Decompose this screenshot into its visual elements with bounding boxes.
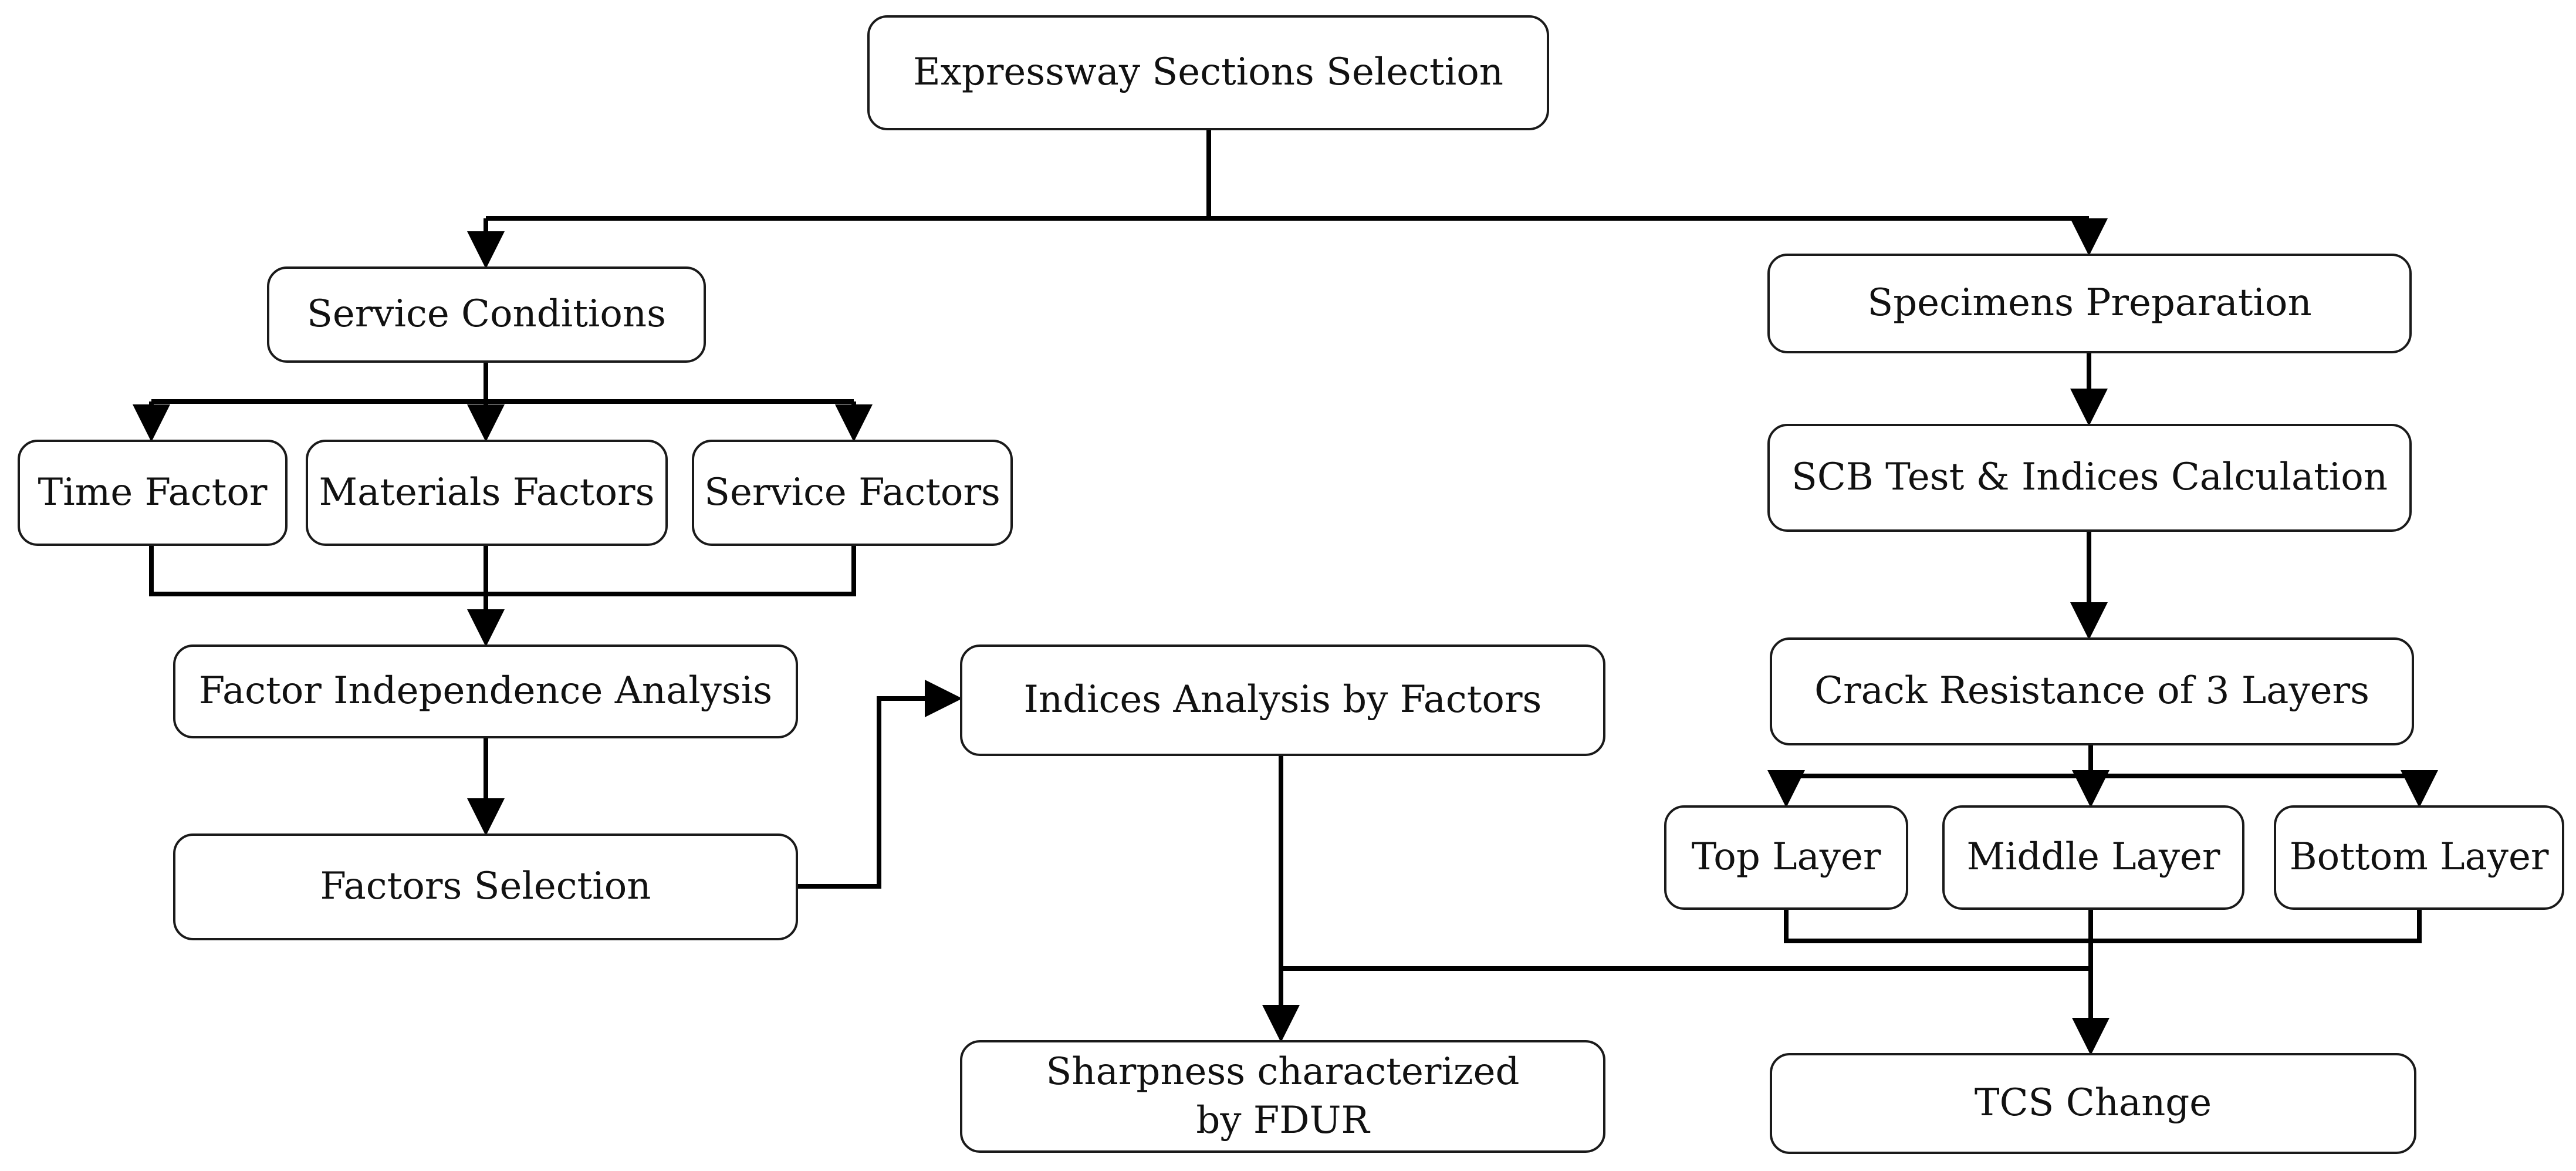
- node-label: Factors Selection: [320, 865, 651, 909]
- node-label: SCB Test & Indices Calculation: [1791, 455, 2388, 500]
- node-label: Time Factor: [38, 470, 268, 514]
- node-top-layer: Top Layer: [1664, 805, 1908, 910]
- node-label: Specimens Preparation: [1867, 281, 2312, 325]
- node-factor-independence-analysis: Factor Independence Analysis: [173, 644, 798, 738]
- connector-factors-merge: [149, 546, 856, 596]
- node-label: Sharpness characterized by FDUR: [1046, 1049, 1520, 1142]
- node-specimens-preparation: Specimens Preparation: [1767, 254, 2412, 353]
- node-factors-selection: Factors Selection: [173, 833, 798, 940]
- node-middle-layer: Middle Layer: [1942, 805, 2244, 910]
- node-label: Expressway Sections Selection: [913, 50, 1503, 95]
- node-service-factors: Service Factors: [692, 440, 1013, 546]
- node-service-conditions: Service Conditions: [267, 266, 706, 363]
- node-label: Middle Layer: [1966, 835, 2220, 879]
- node-tcs-change: TCS Change: [1770, 1053, 2416, 1154]
- node-scb-test-indices-calculation: SCB Test & Indices Calculation: [1767, 424, 2412, 532]
- node-time-factor: Time Factor: [18, 440, 288, 546]
- connector-layers-merge: [1784, 910, 2422, 943]
- node-crack-resistance-of-3-layers: Crack Resistance of 3 Layers: [1770, 637, 2414, 745]
- node-label: Service Factors: [704, 470, 1000, 514]
- node-label: Materials Factors: [319, 470, 655, 514]
- node-materials-factors: Materials Factors: [306, 440, 668, 546]
- node-bottom-layer: Bottom Layer: [2274, 805, 2564, 910]
- node-label: Top Layer: [1691, 835, 1881, 879]
- arrow-to-indices-analysis: [798, 680, 962, 889]
- node-expressway-sections-selection: Expressway Sections Selection: [867, 15, 1549, 130]
- node-label: Crack Resistance of 3 Layers: [1814, 669, 2369, 713]
- node-label: Bottom Layer: [2289, 835, 2549, 879]
- node-label: Factor Independence Analysis: [198, 669, 773, 713]
- node-label: TCS Change: [1974, 1081, 2212, 1125]
- node-label: Service Conditions: [307, 292, 666, 336]
- node-sharpness-characterized-by-fdur: Sharpness characterized by FDUR: [960, 1040, 1605, 1153]
- node-indices-analysis-by-factors: Indices Analysis by Factors: [960, 644, 1605, 756]
- node-label: Indices Analysis by Factors: [1023, 678, 1542, 722]
